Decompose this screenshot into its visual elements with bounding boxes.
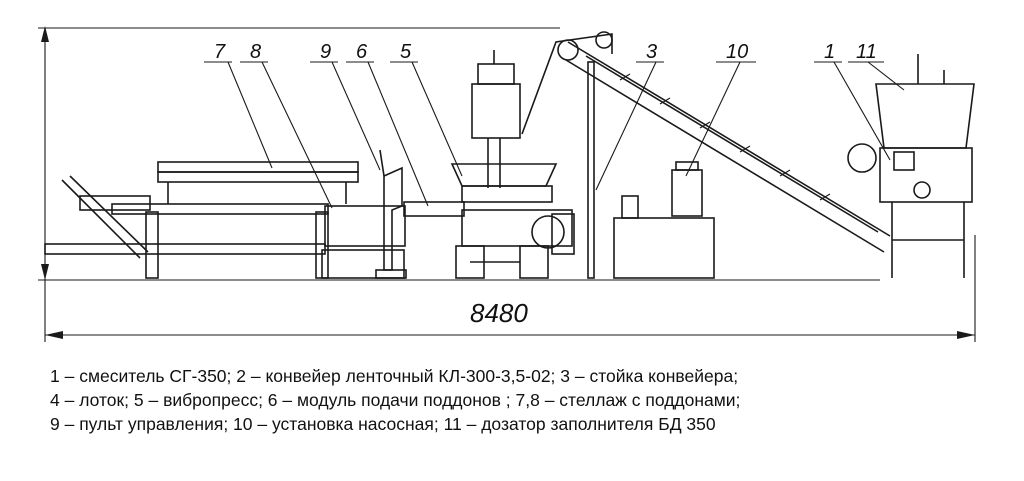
rack-with-pallets bbox=[44, 161, 406, 279]
pump-unit bbox=[613, 161, 715, 279]
legend: 1 – смеситель СГ-350; 2 – конвейер ленто… bbox=[50, 364, 1010, 436]
legend-line: 4 – лоток; 5 – вибропресс; 6 – модуль по… bbox=[50, 390, 741, 410]
part-number-3: 3 bbox=[646, 41, 657, 63]
conveyor-stand bbox=[587, 61, 595, 279]
part-number-6: 6 bbox=[356, 41, 368, 63]
part-number-8: 8 bbox=[250, 41, 261, 63]
mixer bbox=[847, 54, 975, 278]
part-number-5: 5 bbox=[400, 41, 412, 63]
length-dimension: 8480 bbox=[44, 235, 976, 342]
part-number-1: 1 bbox=[824, 41, 835, 63]
legend-line: 1 – смеситель СГ-350; 2 – конвейер ленто… bbox=[50, 366, 739, 386]
equipment-drawing: 8480 bbox=[38, 26, 976, 342]
belt-conveyor bbox=[521, 31, 891, 253]
part-number-11: 11 bbox=[856, 41, 877, 63]
leader-lines bbox=[227, 61, 905, 209]
vibropress bbox=[403, 50, 575, 279]
overall-dimension-label: 8480 bbox=[470, 298, 528, 328]
part-numbers: 7 8 9 6 5 3 10 1 11 bbox=[204, 41, 884, 63]
part-number-9: 9 bbox=[320, 41, 331, 63]
control-panel bbox=[375, 149, 407, 279]
part-number-7: 7 bbox=[214, 41, 226, 63]
legend-line: 9 – пульт управления; 10 – установка нас… bbox=[50, 414, 716, 434]
height-dimension bbox=[38, 26, 880, 281]
part-number-10: 10 bbox=[726, 41, 748, 63]
